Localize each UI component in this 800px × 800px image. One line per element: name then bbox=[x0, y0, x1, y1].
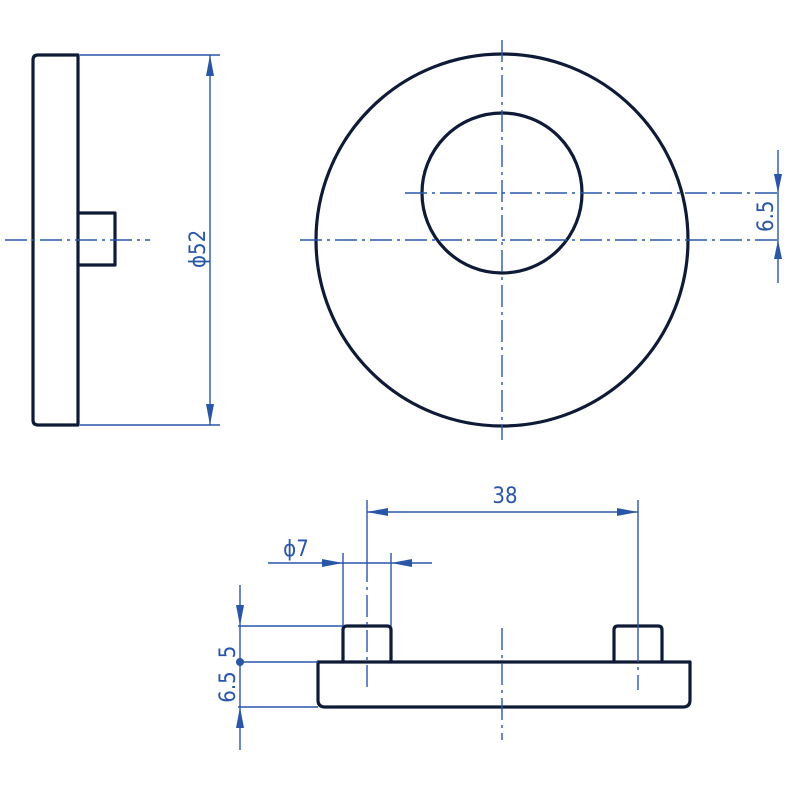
side-view-pin-outline bbox=[76, 211, 117, 267]
pin-diameter-7-label: ϕ7 bbox=[283, 537, 309, 562]
height-arrow-bottom bbox=[236, 707, 244, 728]
offset-arrow-top bbox=[774, 174, 782, 193]
diameter-52-label: ϕ52 bbox=[186, 230, 211, 268]
side-view-plate-outline bbox=[31, 53, 80, 427]
bottom-view: 38 ϕ7 5 6.5 bbox=[216, 484, 692, 750]
spacing-arrow-left bbox=[367, 508, 388, 516]
bottom-view-left-pin-outline bbox=[341, 624, 393, 664]
spacing-arrow-right bbox=[617, 508, 638, 516]
height-dot-middle bbox=[236, 658, 244, 666]
pin-diameter-arrow-left bbox=[322, 559, 343, 567]
offset-arrow-bottom bbox=[774, 240, 782, 259]
pin-diameter-arrow-right bbox=[391, 559, 412, 567]
pin-height-5-label: 5 bbox=[216, 646, 241, 659]
diameter-arrow-bottom bbox=[206, 404, 214, 425]
bottom-view-plate-outline bbox=[316, 660, 692, 709]
diameter-arrow-top bbox=[206, 55, 214, 76]
front-view: 6.5 bbox=[300, 40, 782, 440]
side-view: ϕ52 bbox=[5, 53, 220, 427]
spacing-38-label: 38 bbox=[492, 484, 517, 509]
height-arrow-top bbox=[236, 605, 244, 626]
plate-thickness-6-5-label: 6.5 bbox=[216, 671, 241, 702]
offset-6-5-label: 6.5 bbox=[754, 201, 779, 232]
